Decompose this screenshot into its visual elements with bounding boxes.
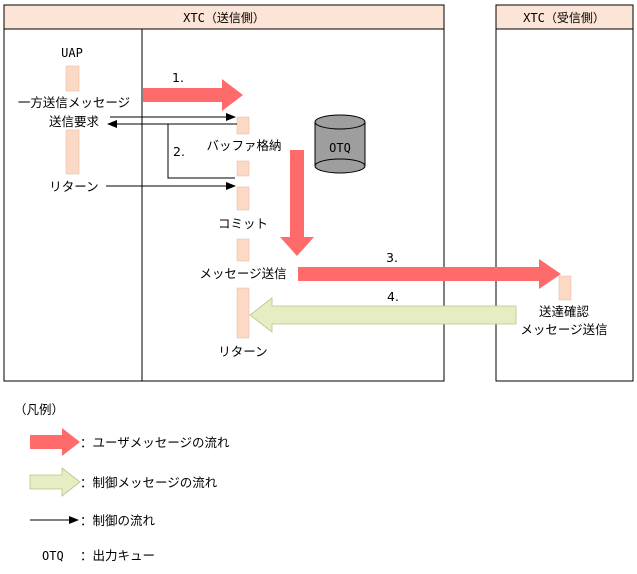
oneway-label-1: 一方送信メッセージ xyxy=(18,95,130,110)
otq-cylinder: OTQ xyxy=(314,114,366,174)
sender-header-bg xyxy=(3,4,445,30)
legend-user-arrow xyxy=(30,428,80,456)
xtc-activation-2 xyxy=(236,160,250,177)
legend-control-flow: ：制御の流れ xyxy=(80,513,156,528)
control-path-return xyxy=(167,123,237,179)
receiver-header-bg xyxy=(495,4,634,30)
xtc-activation-5 xyxy=(236,287,250,339)
legend: （凡例） ：ユーザメッセージの流れ ：制御メッセージの流れ ：制御の流れ OTQ… xyxy=(14,402,230,563)
receiver-activation xyxy=(558,275,572,301)
legend-control-msg-flow: ：制御メッセージの流れ xyxy=(80,475,218,490)
ack-label-2: メッセージ送信 xyxy=(520,322,607,337)
uap-activation-1 xyxy=(65,65,80,92)
receiver-panel: XTC（受信側） xyxy=(495,4,634,382)
step-3: 3. xyxy=(386,250,398,265)
legend-user-flow: ：ユーザメッセージの流れ xyxy=(80,435,230,450)
sender-header: XTC（送信側） xyxy=(183,10,265,25)
message-send-label: メッセージ送信 xyxy=(199,266,286,281)
receiver-header: XTC（受信側） xyxy=(523,11,605,25)
xtc-activation-4 xyxy=(236,238,250,262)
oneway-label-2: 送信要求 xyxy=(49,114,100,129)
xtc-activation-1 xyxy=(236,116,250,135)
user-arrow-down xyxy=(280,150,314,256)
buffer-store-label: バッファ格納 xyxy=(206,138,281,153)
control-msg-arrow-4 xyxy=(249,297,517,333)
uap-activation-2 xyxy=(65,129,80,175)
step-1: 1. xyxy=(172,70,184,85)
uap-label: UAP xyxy=(61,46,83,60)
step-2: 2. xyxy=(173,144,185,159)
return-bottom-label: リターン xyxy=(218,344,267,359)
ack-label-1: 送達確認 xyxy=(539,304,590,319)
step-4: 4. xyxy=(387,289,399,304)
legend-otq-abbr: OTQ xyxy=(42,549,64,563)
xtc-activation-3 xyxy=(236,186,250,211)
receiver-body xyxy=(495,28,634,382)
commit-label: コミット xyxy=(218,216,268,231)
legend-otq-desc: ：出力キュー xyxy=(80,548,155,563)
return-left-label: リターン xyxy=(49,179,98,194)
user-arrow-1 xyxy=(143,79,243,111)
otq-label: OTQ xyxy=(329,141,351,155)
legend-control-msg-arrow xyxy=(29,467,81,497)
user-arrow-3 xyxy=(298,259,561,289)
legend-title: （凡例） xyxy=(14,402,64,417)
